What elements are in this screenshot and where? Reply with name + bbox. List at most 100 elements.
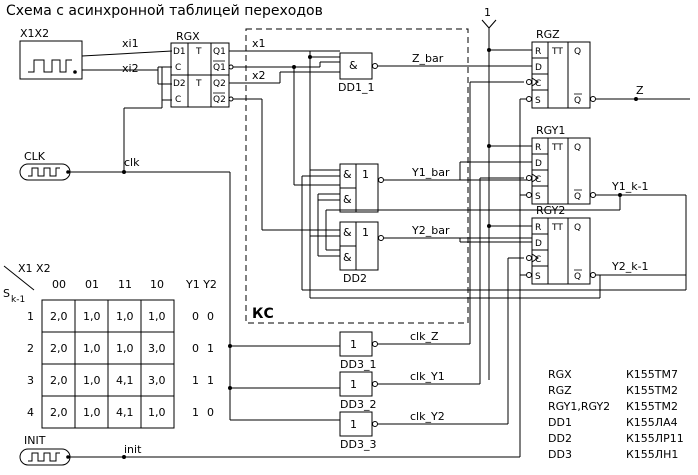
rgz-name: RGZ (536, 28, 560, 41)
signal-y1-bar: Y1_bar (411, 166, 450, 179)
table-cell: 4,1 (116, 374, 134, 387)
clk-gen-label: CLK (24, 150, 46, 163)
table-col-2: 11 (118, 278, 132, 291)
dd2a-and1: & (343, 168, 352, 181)
parts-legend: RGX К155ТМ7 RGZ К155ТМ2 RGY1,RGY2 К155ТМ… (548, 368, 684, 461)
x1x2-label: X1X2 (20, 27, 49, 40)
dd2a-and2: & (343, 193, 352, 206)
rgz-s: S (535, 96, 541, 106)
rgz-d: D (535, 63, 542, 73)
table-y1: 1 (192, 374, 199, 387)
ks-label: КС (252, 306, 274, 322)
table-cell: 1,0 (148, 406, 166, 419)
rgy1-s: S (535, 192, 541, 202)
table-cell: 1,0 (83, 374, 101, 387)
signal-x1: x1 (252, 37, 266, 50)
table-cell: 1,0 (148, 310, 166, 323)
legend-part: К155ТМ7 (626, 368, 678, 381)
table-state-3: 3 (27, 374, 34, 387)
vcc-label: 1 (484, 6, 491, 19)
table-y1: 0 (192, 342, 199, 355)
rgx-c1: C (175, 63, 181, 73)
rgy1-r: R (535, 143, 541, 153)
table-state-1: 1 (27, 310, 34, 323)
dd3-2-name: DD3_2 (340, 398, 376, 411)
table-y2: 1 (207, 374, 214, 387)
table-y2: 1 (207, 342, 214, 355)
rgx-d1: D1 (173, 47, 186, 57)
init-gen-label: INIT (24, 434, 46, 447)
rgy1-tt: TT (551, 143, 563, 153)
table-cell: 1,0 (116, 310, 134, 323)
dd1-name: DD1_1 (338, 81, 374, 94)
table-cell: 1,0 (83, 310, 101, 323)
gate-dd3-3: 1 DD3_3 (339, 411, 378, 451)
dd3-3-name: DD3_3 (340, 438, 376, 451)
gate-dd3-1: 1 DD3_1 (339, 331, 378, 371)
x1x2-generator: X1X2 (19, 27, 173, 80)
rgy1-d: D (535, 159, 542, 169)
table-col-0: 00 (52, 278, 66, 291)
dd3-2-symbol: 1 (350, 378, 357, 391)
vcc-source: 1 (481, 6, 497, 380)
signal-y2-k1: Y2_k-1 (611, 260, 649, 273)
signal-clk-z: clk_Z (410, 330, 439, 343)
table-cell: 2,0 (50, 310, 68, 323)
rgy2-q: Q (574, 223, 581, 233)
table-y2: 0 (207, 406, 214, 419)
rgy2-qbar: Q (574, 272, 581, 282)
diagram-title: Схема с асинхронной таблицей переходов (6, 3, 323, 19)
legend-part: К155ЛА4 (626, 416, 678, 429)
table-cell: 1,0 (83, 406, 101, 419)
rgy1-c: C (535, 175, 541, 185)
dd2b-and1: & (343, 226, 352, 239)
register-rgx: RGX D1 C D2 C T T Q1 Q1 Q2 Q2 (170, 30, 234, 108)
table-y1: 0 (192, 310, 199, 323)
legend-name: DD1 (548, 416, 572, 429)
gate-dd1-1: & DD1_1 (338, 52, 378, 94)
rgx-q1bar: Q1 (213, 63, 226, 73)
legend-part: К155ЛН1 (626, 448, 678, 461)
signal-z-bar: Z_bar (412, 52, 444, 65)
rgy2-c: C (535, 255, 541, 265)
table-cell: 3,0 (148, 374, 166, 387)
rgz-qbar: Q (574, 96, 581, 106)
rgy2-name: RGY2 (536, 204, 565, 217)
rgy2-r: R (535, 223, 541, 233)
rgz-q: Q (574, 47, 581, 57)
rgx-d2: D2 (173, 79, 186, 89)
signal-clk-y2: clk_Y2 (410, 410, 445, 423)
signal-xi1: xi1 (122, 37, 139, 50)
rgy2-tt: TT (551, 223, 563, 233)
signal-y1-k1: Y1_k-1 (611, 180, 649, 193)
dd1-symbol: & (349, 59, 358, 72)
init-generator: INIT (19, 434, 71, 466)
table-corner-inputs: X1 X2 (18, 262, 51, 275)
table-y2: 0 (207, 310, 214, 323)
table-cell: 2,0 (50, 406, 68, 419)
signal-y2-bar: Y2_bar (411, 224, 450, 237)
rgx-t2: T (195, 79, 202, 89)
flipflop-rgy2: RGY2 R D C S TT Q Q (526, 204, 596, 285)
dd2b-or: 1 (362, 226, 369, 239)
rgy2-s: S (535, 272, 541, 282)
rgx-c2: C (175, 95, 181, 105)
signal-x2: x2 (252, 69, 266, 82)
clk-generator: CLK (19, 150, 71, 181)
rgy1-qbar: Q (574, 192, 581, 202)
legend-part: К155ЛР11 (626, 432, 684, 445)
rgy1-q: Q (574, 143, 581, 153)
rgx-name: RGX (176, 30, 200, 43)
dd2-name: DD2 (343, 272, 367, 285)
legend-name: RGZ (548, 384, 572, 397)
table-cell: 2,0 (50, 374, 68, 387)
ks-block (245, 28, 469, 324)
table-cell: 1,0 (83, 342, 101, 355)
rgx-q1: Q1 (213, 47, 226, 57)
dd2b-and2: & (343, 251, 352, 264)
table-cell: 4,1 (116, 406, 134, 419)
legend-name: DD2 (548, 432, 572, 445)
legend-name: DD3 (548, 448, 572, 461)
flipflop-rgy1: RGY1 R D C S TT Q Q (526, 124, 596, 205)
